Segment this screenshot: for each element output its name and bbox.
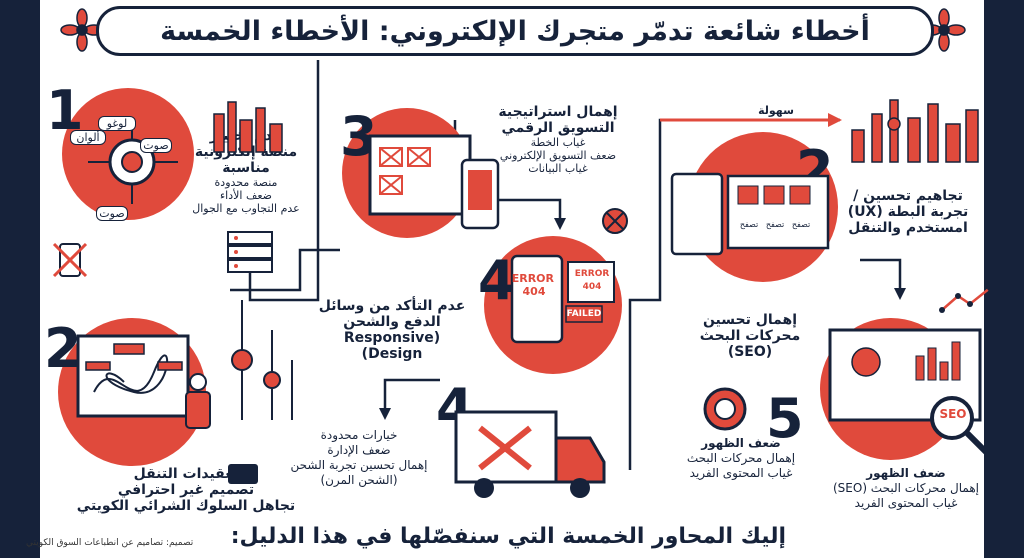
section-5r-text: ضعف الظهور إهمال محركات البحث (SEO) غياب…	[832, 466, 980, 510]
seo-badge: SEO	[939, 407, 967, 421]
bubble-logo: لوغو	[98, 116, 136, 131]
wallet-icon	[228, 464, 258, 484]
footer-text: إليك المحاور الخمسة التي سنفصّلها في هذا…	[230, 524, 786, 549]
right-border	[984, 0, 1024, 558]
mobile-icon	[460, 158, 500, 230]
ux-button-2: تصفح	[765, 220, 785, 229]
section-4a-number: 4	[478, 249, 516, 312]
section-2-number: 2	[44, 317, 82, 380]
ux-button-1: تصفح	[739, 220, 759, 229]
ease-label: سهولة	[758, 104, 794, 117]
skyline-icon	[213, 101, 283, 153]
delivery-truck-icon	[454, 410, 606, 498]
compass-gear-icon	[703, 387, 747, 431]
title-bar: أخطاء شائعة تدمّر متجرك الإلكتروني: الأخ…	[96, 6, 934, 56]
skyline-right-icon	[851, 99, 979, 163]
trend-line-icon	[939, 285, 993, 313]
payment-errors-icon	[510, 254, 615, 344]
failed-label: FAILED	[566, 309, 602, 319]
section-5-number: 5	[766, 387, 804, 450]
section-5-text: ضعف الظهور إهمال محركات البحث غياب المحت…	[686, 436, 796, 480]
person-icon	[185, 373, 211, 429]
no-mobile-icon	[52, 242, 88, 278]
credit-text: تصميم: تصاميم عن انطباعات السوق الكويتي	[26, 538, 194, 548]
seo-dashboard-icon	[828, 328, 989, 455]
section-2-text: تعقيدات التنقل تصميم غير احترافي تجاهل ا…	[76, 466, 296, 514]
section-3-text: إهمال استراتيجية التسويق الرقمي غياب الخ…	[498, 104, 618, 175]
footer-bar	[40, 516, 984, 558]
ux-button-3: تصفح	[791, 220, 811, 229]
error-label-2: ERROR 404	[574, 269, 610, 292]
section-4b-text: خيارات محدودة ضعف الإدارة إهمال تحسين تج…	[290, 428, 428, 487]
ux-browser-icon	[670, 172, 830, 256]
server-icon	[227, 231, 273, 273]
navigation-mess-icon	[76, 334, 190, 418]
page-title: أخطاء شائعة تدمّر متجرك الإلكتروني: الأخ…	[160, 15, 870, 47]
error-label-1: ERROR 404	[511, 272, 554, 298]
section-4a-text: عدم التأكد من وسائل الدفع والشحن (Respon…	[318, 298, 466, 362]
section-1-number: 1	[46, 79, 84, 142]
platform-icon	[88, 120, 178, 204]
bubble-sound-2: صوت	[96, 206, 128, 221]
section-2r-text: تجاهيم تحسين / تجربة البطة (UX) امستخدم …	[847, 188, 969, 236]
seo-text: إهمال تحسين محركات البحث (SEO)	[699, 312, 801, 360]
bubble-sound: صوت	[140, 138, 172, 153]
left-border	[0, 0, 40, 558]
bubble-colors: ألوان	[70, 130, 106, 145]
kuwait-towers-icon	[231, 300, 293, 420]
no-data-icon	[602, 208, 628, 234]
